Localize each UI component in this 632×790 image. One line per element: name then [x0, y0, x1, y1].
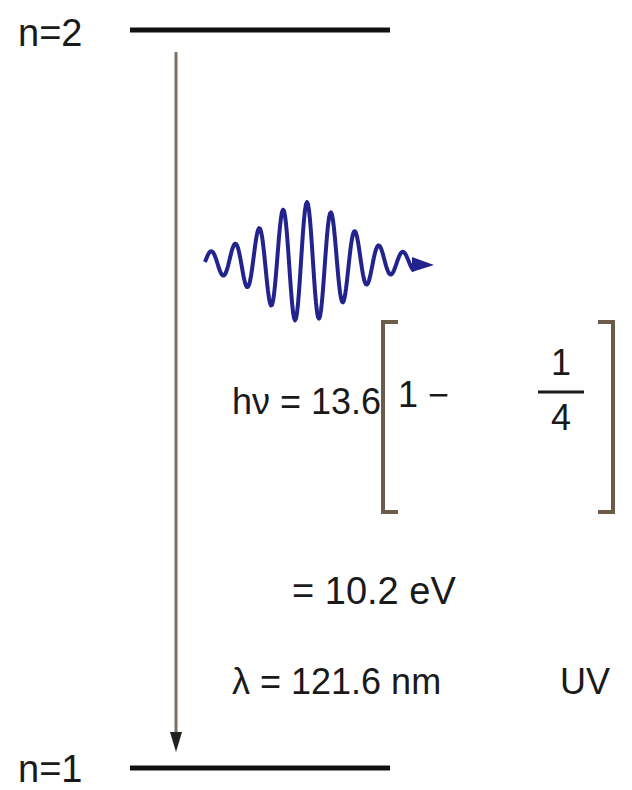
energy-value: = 10.2 eV	[292, 572, 456, 610]
formula-term: 1 −	[398, 377, 449, 413]
fraction-bar	[538, 391, 584, 394]
transition-arrow	[175, 52, 178, 735]
fraction-numerator: 1	[551, 345, 571, 381]
energy-formula: hν = 13.6	[232, 384, 381, 420]
wavelength-value: λ = 121.6 nm	[232, 664, 441, 700]
arrow-head	[170, 732, 182, 752]
spectrum-region: UV	[560, 664, 610, 700]
left-bracket	[383, 322, 398, 512]
right-bracket	[598, 322, 613, 512]
fraction-denominator: 4	[551, 400, 571, 436]
level-label: n=2	[18, 14, 82, 52]
energy-level-line	[130, 766, 390, 771]
energy-level-line	[130, 28, 390, 33]
level-label: n=1	[18, 750, 82, 788]
photon-arrow-head	[412, 257, 434, 272]
photon-wave	[205, 202, 414, 320]
